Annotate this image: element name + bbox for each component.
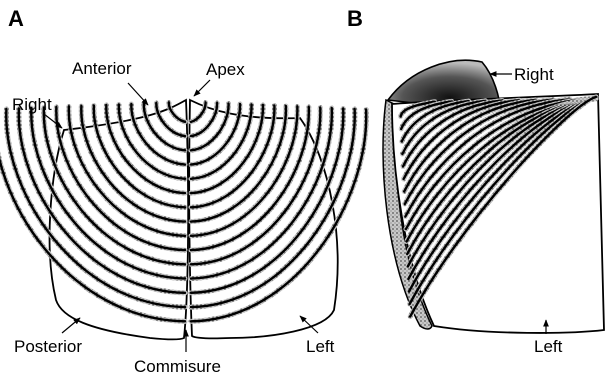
right-label-b: Right [514, 65, 554, 84]
callout-right-b: Right [490, 65, 554, 84]
apex-label: Apex [206, 60, 245, 79]
left-label-b: Left [534, 337, 563, 356]
panel-b-label: B [347, 6, 363, 31]
panel-a: A Anterior Apex Right Posterior Commisur… [0, 6, 366, 376]
anterior-label: Anterior [72, 59, 132, 78]
apex-arrow [194, 80, 210, 96]
callout-anterior: Anterior [72, 59, 148, 105]
callout-apex: Apex [194, 60, 245, 96]
left-label-a: Left [306, 337, 335, 356]
panel-a-label: A [8, 6, 24, 31]
callout-posterior: Posterior [14, 318, 82, 356]
posterior-label: Posterior [14, 337, 82, 356]
posterior-arrow [62, 318, 80, 333]
panel-b: B Right Left [347, 6, 604, 356]
commisure-label: Commisure [134, 357, 221, 376]
right-label-a: Right [12, 95, 52, 114]
